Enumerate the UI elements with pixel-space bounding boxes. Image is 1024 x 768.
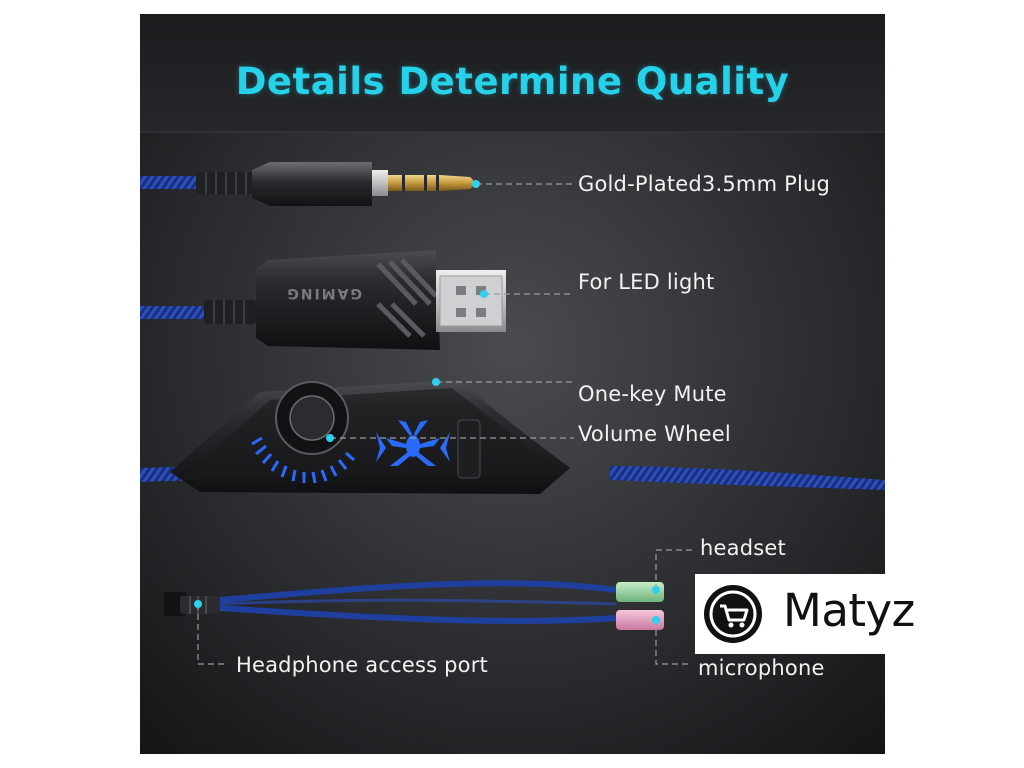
page-title: Details Determine Quality: [235, 60, 790, 103]
spider-logo-icon: [376, 420, 450, 466]
label-port: Headphone access port: [236, 653, 488, 677]
watermark-text: Matyz: [783, 584, 915, 637]
label-headset: headset: [700, 536, 786, 560]
product-illustration: GAMING: [140, 14, 885, 754]
usb-led-plug: GAMING: [140, 250, 506, 350]
mute-switch: [457, 419, 481, 479]
leader-lines: [197, 183, 692, 665]
label-microphone: microphone: [698, 656, 825, 680]
label-plug: Gold-Plated3.5mm Plug: [578, 172, 831, 196]
green-headset-plug: [616, 582, 664, 602]
pink-microphone-plug: [616, 610, 664, 630]
label-mute: One-key Mute: [578, 382, 727, 406]
splitter-cable: [164, 580, 664, 630]
shopping-cart-icon: [704, 585, 762, 643]
inline-remote: [140, 380, 885, 494]
label-led: For LED light: [578, 270, 715, 294]
callout-dots: [194, 180, 660, 624]
product-detail-image: GAMING: [140, 14, 885, 754]
usb-print: GAMING: [285, 285, 362, 301]
label-volume: Volume Wheel: [578, 422, 731, 446]
volume-led-ring: [251, 436, 355, 484]
watermark: Matyz: [695, 574, 915, 654]
gold-plated-plug: [140, 162, 474, 206]
